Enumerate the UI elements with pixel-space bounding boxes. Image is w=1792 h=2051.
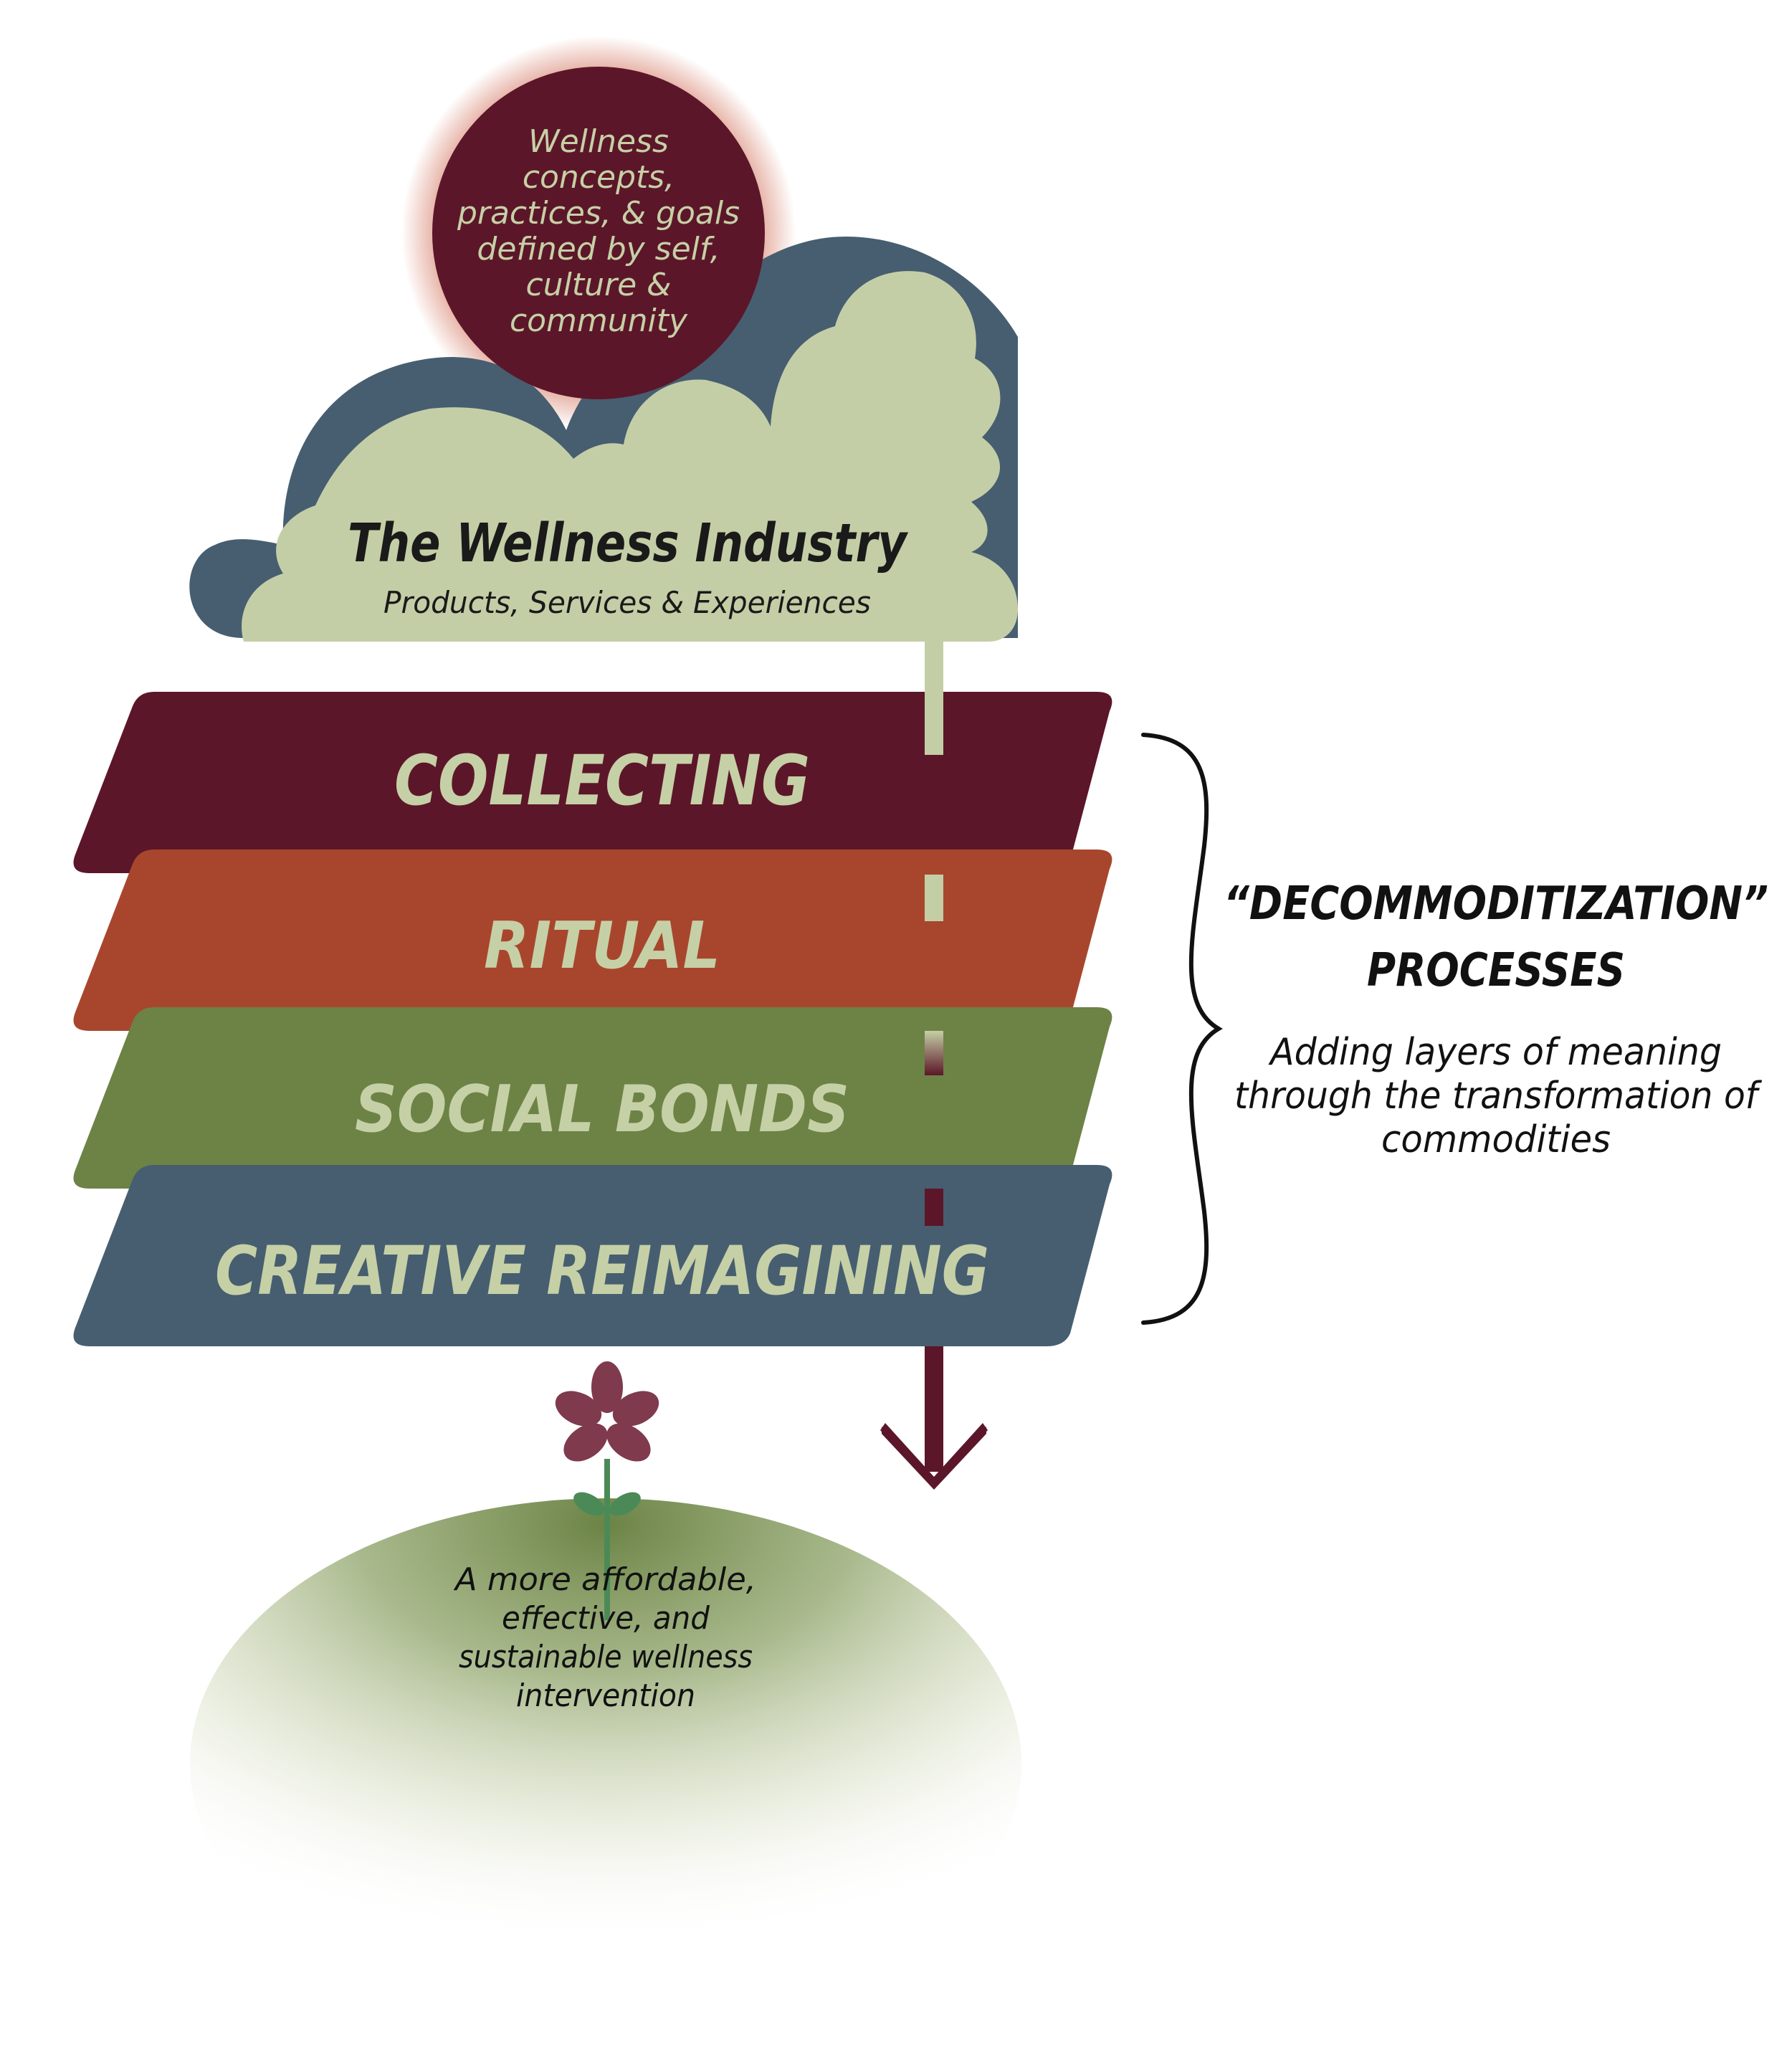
flower-leaf <box>609 1492 641 1516</box>
layer-band-creative-reimagining <box>73 1165 1112 1346</box>
cloud-shape <box>189 237 1018 642</box>
flower-petal <box>563 1423 608 1462</box>
industry-subtitle: Products, Services & Experiences <box>383 585 871 620</box>
sun-disc <box>432 67 765 399</box>
outcome-text-line: A more affordable, <box>453 1561 756 1598</box>
industry-title: The Wellness Industry <box>348 513 908 574</box>
curly-brace-icon <box>1141 733 1223 1325</box>
layer-band-ritual <box>73 850 1112 1031</box>
layer-band-social-bonds <box>73 1007 1112 1189</box>
processes-desc-line: commodities <box>1381 1118 1611 1161</box>
layers-stack <box>73 692 1112 1346</box>
down-arrow-icon <box>880 1346 988 1490</box>
flower-petal <box>555 1391 602 1427</box>
outcome-text-line: effective, and <box>502 1600 710 1637</box>
sun-text-line: community <box>510 303 688 339</box>
flower-leaf <box>573 1492 605 1516</box>
processes-title-line1: “DECOMMODITIZATION” <box>1224 877 1768 931</box>
stem-segment <box>925 1031 943 1075</box>
flower-petal <box>606 1423 651 1462</box>
flower-stem <box>604 1459 610 1620</box>
sun-text-line: practices, & goals <box>457 195 740 232</box>
sun-text-line: concepts, <box>523 159 675 196</box>
stem-segment <box>925 875 943 921</box>
sun-text-line: culture & <box>526 267 672 303</box>
outcome-text-line: sustainable wellness <box>459 1639 753 1675</box>
stem-segment <box>925 1189 943 1226</box>
layer-label-ritual: RITUAL <box>484 908 720 984</box>
processes-desc-line: through the transformation of <box>1234 1075 1762 1118</box>
outcome-text-line: intervention <box>516 1678 695 1714</box>
flower-icon <box>555 1361 659 1620</box>
layer-band-collecting <box>73 692 1112 873</box>
cloud-front <box>242 271 1018 642</box>
flower-petal <box>591 1361 623 1413</box>
stem-segment <box>925 692 943 755</box>
sun-text-line: defined by self, <box>477 231 720 267</box>
hill-shape <box>190 1498 1021 2029</box>
layer-label-collecting: COLLECTING <box>394 741 810 821</box>
flower-petal <box>612 1391 659 1427</box>
processes-desc-line: Adding layers of meaning <box>1268 1031 1722 1074</box>
layer-label-social-bonds: SOCIAL BONDS <box>355 1072 849 1147</box>
sun-text-line: Wellness <box>528 123 669 160</box>
layer-label-creative-reimagining: CREATIVE REIMAGINING <box>215 1232 989 1310</box>
processes-title-line2: PROCESSES <box>1367 944 1625 997</box>
